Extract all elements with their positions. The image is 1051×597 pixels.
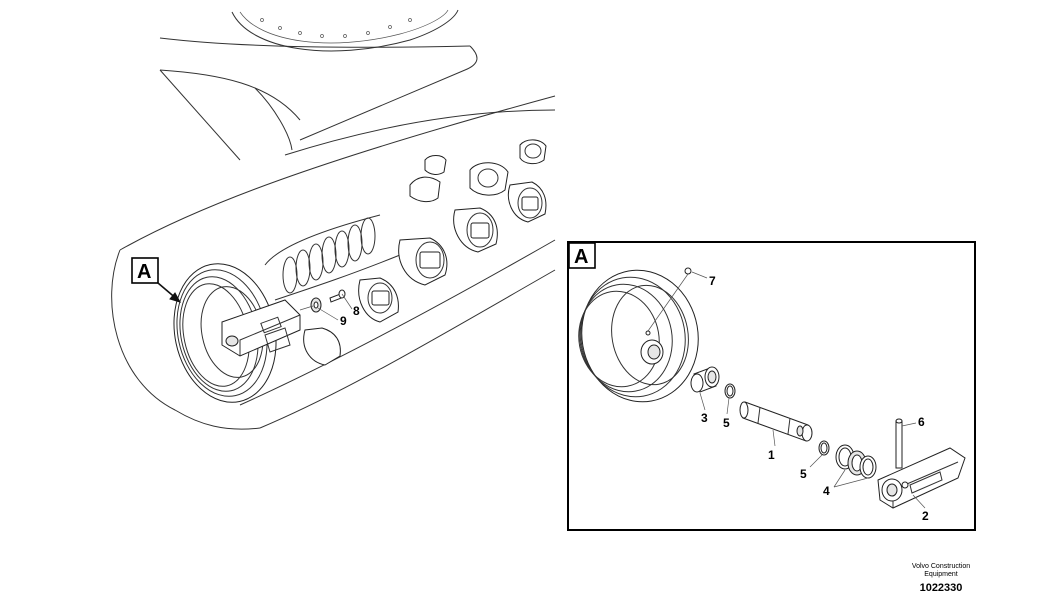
pin-8-part (329, 289, 346, 303)
callout-3: 3 (701, 411, 708, 425)
washer-9-part (310, 297, 322, 313)
view-a-marker-label: A (137, 261, 151, 283)
callout-6: 6 (918, 415, 925, 429)
credit-line-1: Volvo Construction (911, 563, 971, 570)
callout-4: 4 (823, 484, 830, 498)
shaft-1-part (739, 401, 813, 442)
manufacturer-credit: Volvo Construction Equipment (900, 563, 982, 579)
bushing-3-part (690, 366, 720, 393)
illustration-number: 1022330 (919, 582, 963, 594)
pin-6-part (895, 418, 903, 469)
seal-4-part (835, 444, 877, 479)
credit-line-2: Equipment (924, 571, 958, 578)
callout-7: 7 (709, 274, 716, 288)
detail-view-label: A (574, 246, 588, 268)
o-ring-5-right-part (818, 440, 830, 456)
view-a-marker (131, 257, 159, 284)
callout-2: 2 (922, 509, 929, 523)
track-roller (398, 237, 448, 286)
callout-9: 9 (340, 314, 347, 328)
bracket-2-part (877, 447, 966, 509)
track-roller (507, 181, 547, 223)
detail-view-label-box (568, 242, 596, 269)
callout-5-right: 5 (800, 467, 807, 481)
o-ring-5-left-part (724, 383, 736, 399)
undercarriage-view: 8 9 A (111, 9, 556, 430)
detail-view-a: A 7 3 (567, 241, 976, 531)
track-roller (453, 207, 498, 253)
plug-7-part (684, 267, 692, 275)
callout-5-left: 5 (723, 416, 730, 430)
callout-1: 1 (768, 448, 775, 462)
carrier-roller (519, 139, 547, 165)
callout-8: 8 (353, 304, 360, 318)
idler-wheel (578, 269, 699, 403)
carrier-roller (469, 162, 509, 196)
